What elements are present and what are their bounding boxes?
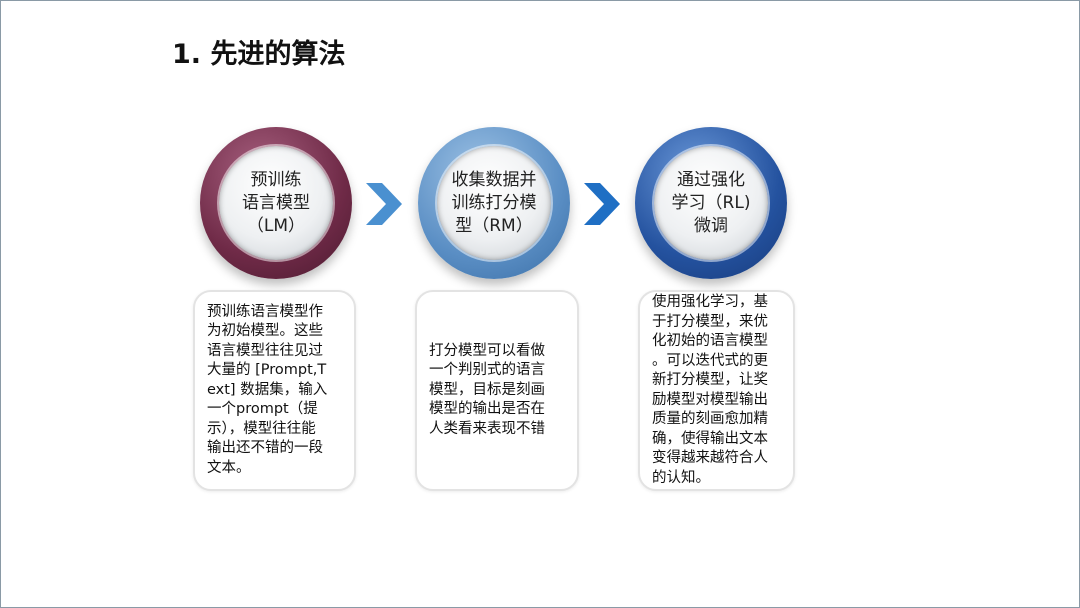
circle-label: （LM） <box>246 215 306 236</box>
step-description-reward-model: 打分模型可以看做 一个判别式的语言 模型，目标是刻画 模型的输出是否在 人类看来… <box>415 290 579 491</box>
circle-label: 微调 <box>694 215 728 236</box>
desc-line: 化初始的语言模型 <box>652 333 768 349</box>
desc-line: 确，使得输出文本 <box>652 430 768 447</box>
step-circle-reward-model: 收集数据并 训练打分模 型（RM） <box>418 127 570 279</box>
step-description-pretrain: 预训练语言模型作 为初始模型。这些 语言模型往往见过 大量的 [Prompt,T… <box>193 290 356 491</box>
desc-line: 一个判别式的语言 <box>429 362 545 379</box>
desc-line: 于打分模型，来优 <box>652 313 768 330</box>
desc-line: 打分模型可以看做 <box>429 342 545 359</box>
desc-line: 预训练语言模型作 <box>207 303 323 320</box>
desc-line: 质量的刻画愈加精 <box>652 411 768 427</box>
circle-label: 收集数据并 <box>451 169 537 190</box>
desc-line: 励模型对模型输出 <box>652 391 768 408</box>
desc-line: 为初始模型。这些 <box>207 323 323 340</box>
circle-label: 型（RM） <box>455 215 533 236</box>
desc-line: 一个prompt（提 <box>207 401 318 418</box>
desc-line: 变得越来越符合人 <box>652 450 768 466</box>
desc-line: ext] 数据集，输入 <box>207 381 328 398</box>
step-circle-pretrain: 预训练 语言模型 （LM） <box>200 127 352 279</box>
circle-label: 语言模型 <box>242 192 310 213</box>
circle-label: 学习（RL) <box>671 192 751 213</box>
desc-line: 人类看来表现不错 <box>429 420 545 437</box>
desc-line: 输出还不错的一段 <box>207 440 323 457</box>
circle-label: 训练打分模 <box>451 192 537 213</box>
desc-line: 文本。 <box>207 459 251 476</box>
circle-label: 预训练 <box>250 169 302 190</box>
desc-line: 示），模型往往能 <box>207 420 316 437</box>
desc-line: 新打分模型，让奖 <box>652 372 768 388</box>
desc-line: 语言模型往往见过 <box>207 342 323 359</box>
circle-label: 通过强化 <box>677 169 745 190</box>
desc-line: 。可以迭代式的更 <box>652 352 768 369</box>
desc-line: 的认知。 <box>652 469 710 486</box>
slide-title: 1. 先进的算法 <box>172 39 346 70</box>
step-description-rl-finetune: 使用强化学习，基 于打分模型，来优 化初始的语言模型 。可以迭代式的更 新打分模… <box>638 290 795 491</box>
desc-line: 大量的 [Prompt,T <box>207 362 327 379</box>
desc-line: 使用强化学习，基 <box>652 294 768 310</box>
chevron-right-icon <box>584 183 620 225</box>
desc-line: 模型的输出是否在 <box>429 401 545 418</box>
step-circle-rl-finetune: 通过强化 学习（RL) 微调 <box>635 127 787 279</box>
chevron-right-icon <box>366 183 402 225</box>
desc-line: 模型，目标是刻画 <box>429 381 545 398</box>
